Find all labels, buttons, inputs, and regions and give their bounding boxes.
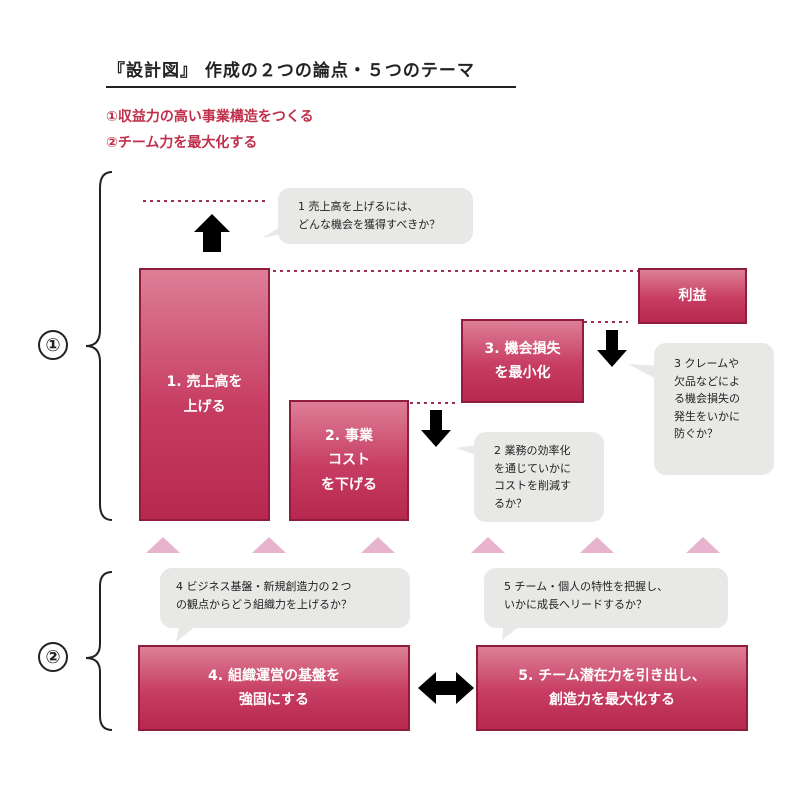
box-text: を下げる: [321, 476, 377, 493]
up-arrow-icon: [194, 214, 230, 252]
bubble-q5: 5 チーム・個人の特性を把握し、 いかに成長へリードするか？: [484, 568, 728, 628]
bubble-text: の観点からどう組織力を上げるか？: [176, 597, 352, 611]
box-text: 創造力を最大化する: [548, 692, 675, 708]
bubble-text: 2 業務の効率化: [494, 444, 571, 457]
brace-2: [85, 571, 113, 731]
triangle-marker: [252, 537, 286, 553]
bubble-q3: 3 クレームや 欠品などによ る機会損失の 発生をいかに 防ぐか？: [654, 343, 774, 475]
bubble-text: 欠品などによ: [674, 374, 740, 388]
triangle-marker: [146, 537, 180, 553]
bubble-q1: 1 売上高を上げるには、 どんな機会を獲得すべきか？: [278, 188, 473, 244]
triangle-marker: [580, 537, 614, 553]
box-text: 5. チーム潜在力を引き出し、: [518, 667, 706, 684]
title-underline: [106, 86, 516, 88]
down-arrow-icon: [421, 410, 451, 447]
bubble-text: 1 売上高を上げるには、: [298, 200, 419, 213]
group-label-2: ②: [38, 642, 68, 672]
bubble-text: 発生をいかに: [674, 409, 740, 423]
box-increase-sales: 1. 売上高を上げる: [139, 268, 270, 521]
brace-1: [85, 171, 113, 521]
box-text: 4. 組織運営の基盤を: [208, 667, 340, 684]
point-2: ②チーム力を最大化する: [106, 135, 258, 151]
bubble-text: を通じていかに: [494, 461, 571, 475]
bubble-text: 5 チーム・個人の特性を把握し、: [504, 580, 669, 593]
triangle-marker: [686, 537, 720, 553]
page-title: 『設計図』 作成の２つの論点・５つのテーマ: [108, 61, 475, 81]
box-organization: 4. 組織運営の基盤を強固にする: [138, 645, 410, 731]
box-text: 強固にする: [238, 692, 310, 708]
bubble-text: どんな機会を獲得すべきか？: [298, 217, 441, 231]
box-team: 5. チーム潜在力を引き出し、創造力を最大化する: [476, 645, 748, 731]
box-text: 利益: [678, 287, 707, 304]
bubble-text: 3 クレームや: [674, 357, 740, 370]
box-text: 1. 売上高を: [166, 374, 243, 390]
box-profit: 利益: [638, 268, 747, 324]
bubble-tail: [628, 364, 662, 382]
double-arrow-icon: [418, 672, 474, 704]
box-text: 3. 機会損失: [484, 340, 561, 357]
bubble-text: コストを削減す: [494, 479, 571, 493]
box-text: コスト: [328, 452, 370, 469]
box-text: を最小化: [494, 365, 551, 381]
box-text: 2. 事業: [325, 427, 373, 444]
group-label-1: ①: [38, 330, 68, 360]
box-text: 上げる: [183, 398, 226, 415]
down-arrow-icon: [597, 330, 627, 367]
point-1: ①収益力の高い事業構造をつくる: [106, 109, 314, 125]
box-minimize-loss: 3. 機会損失を最小化: [461, 319, 584, 403]
bubble-q4: 4 ビジネス基盤・新規創造力の２つ の観点からどう組織力を上げるか？: [160, 568, 410, 628]
bubble-text: 防ぐか？: [674, 427, 718, 441]
bubble-text: る機会損失の: [674, 392, 740, 406]
bubble-text: 4 ビジネス基盤・新規創造力の２つ: [176, 580, 352, 593]
bubble-q2: 2 業務の効率化 を通じていかに コストを削減す るか？: [474, 432, 604, 522]
box-reduce-cost: 2. 事業コストを下げる: [289, 400, 409, 521]
triangle-marker: [361, 537, 395, 553]
triangle-marker: [471, 537, 505, 553]
bubble-text: いかに成長へリードするか？: [504, 597, 647, 611]
bubble-text: るか？: [494, 496, 527, 510]
